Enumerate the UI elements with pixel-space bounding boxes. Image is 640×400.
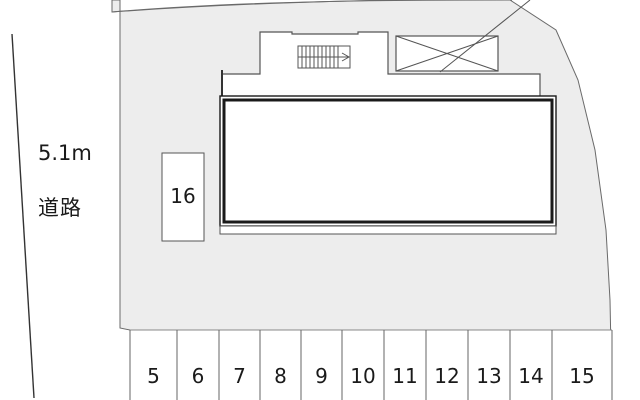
road-width-label: 5.1m	[38, 141, 92, 165]
parking-slot-label: 9	[315, 364, 328, 388]
parking-slot-label: 7	[233, 364, 246, 388]
parking-slot-label: 6	[191, 364, 205, 388]
stairs-icon	[297, 45, 351, 69]
parking-slot-label: 5	[147, 364, 160, 388]
parking-row-background	[130, 330, 612, 400]
parking-slot-label: 8	[274, 364, 287, 388]
parking-space-16-label: 16	[170, 184, 196, 208]
parking-slot-label: 10	[350, 364, 376, 388]
road-edge-line	[11, 33, 35, 399]
main-building	[219, 95, 557, 235]
boundary-diagonal	[439, 0, 531, 73]
parking-row	[129, 329, 613, 400]
parking-slot-label: 12	[434, 364, 460, 388]
parking-slot-label: 14	[518, 364, 544, 388]
road-name-label: 道路	[38, 196, 82, 220]
parking-space-16	[161, 152, 205, 242]
lot-top-edge	[111, 0, 512, 13]
parking-slot-label: 13	[476, 364, 502, 388]
x-cross-icon	[395, 35, 499, 72]
parking-slot-label: 15	[569, 364, 595, 388]
parking-slot-label: 11	[392, 364, 418, 388]
